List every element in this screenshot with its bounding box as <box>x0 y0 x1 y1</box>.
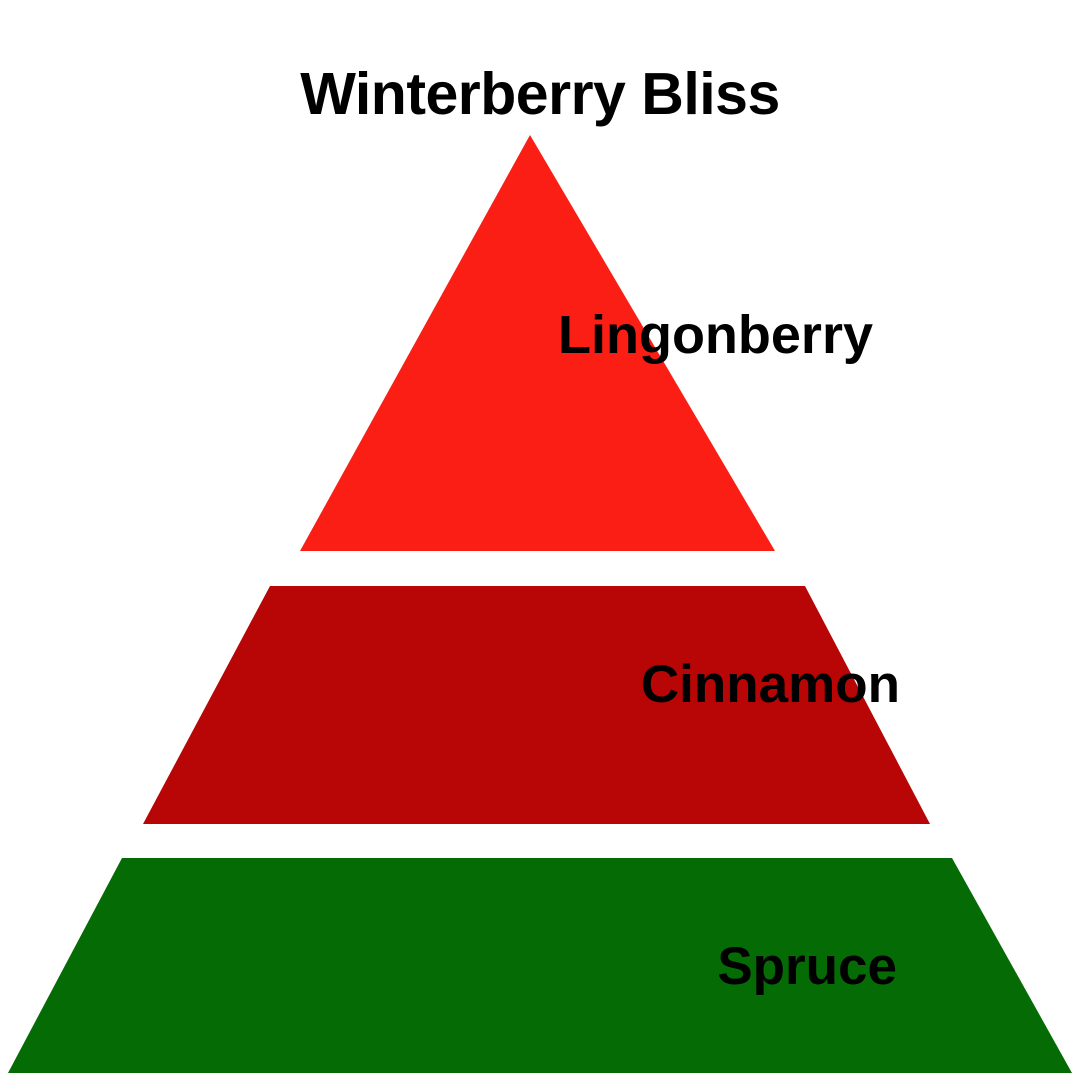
pyramid-tier-shape-2[interactable] <box>8 858 1072 1073</box>
pyramid-tier-label-lingonberry: Lingonberry <box>557 305 873 365</box>
chart-title: Winterberry Bliss <box>300 61 780 127</box>
pyramid-tier-label-cinnamon: Cinnamon <box>640 655 900 714</box>
pyramid-tier-shape-0[interactable] <box>300 135 775 551</box>
pyramid-tier-shape-1[interactable] <box>143 586 930 824</box>
pyramid-tier-label-spruce: Spruce <box>717 937 897 996</box>
